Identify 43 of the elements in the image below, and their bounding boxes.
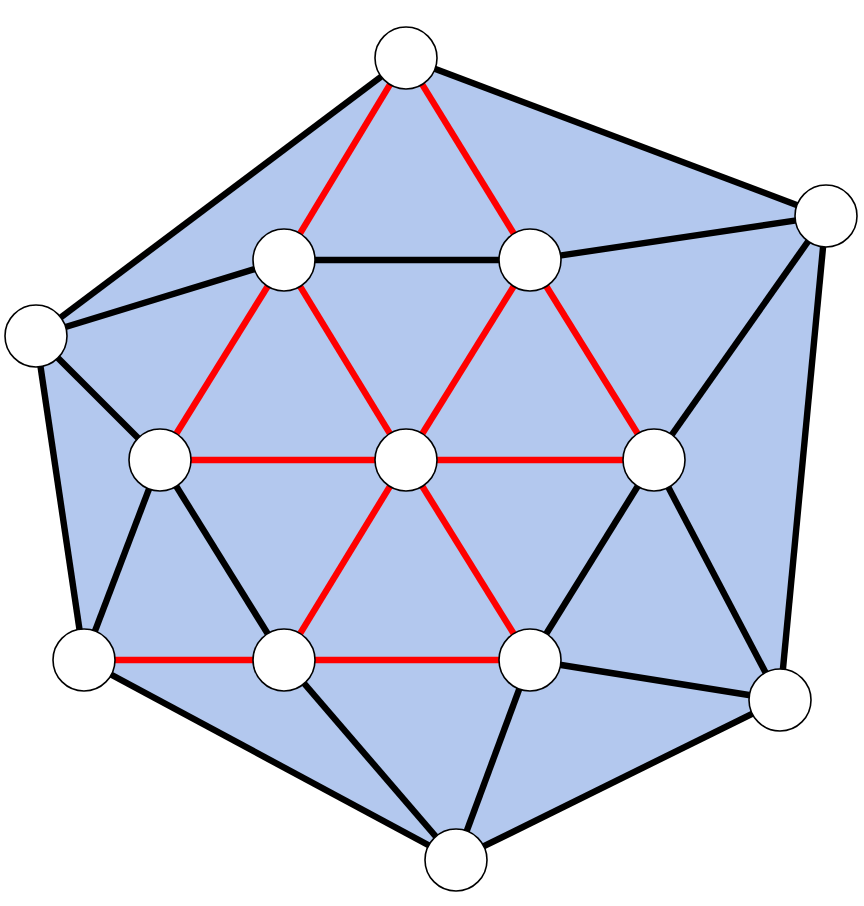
edge-line xyxy=(418,81,518,237)
edge-line xyxy=(419,483,517,637)
edge-line xyxy=(301,680,439,840)
vertex-circle xyxy=(252,228,316,292)
vertex-circle xyxy=(52,628,116,692)
edge-line xyxy=(296,283,394,437)
edge-line xyxy=(114,656,254,664)
vertex-circle xyxy=(498,628,562,692)
vertex-circle xyxy=(622,428,686,492)
edge-line xyxy=(296,483,394,637)
vertex-circle xyxy=(748,668,812,732)
edge-line xyxy=(432,65,800,209)
edge-line xyxy=(108,671,432,849)
edge-line xyxy=(37,365,83,631)
edge-line xyxy=(314,256,500,264)
edge-line xyxy=(463,687,523,833)
edge-line xyxy=(173,483,271,637)
vertex-circle xyxy=(374,26,438,90)
edge-line xyxy=(543,283,641,437)
edge-line xyxy=(190,456,376,464)
edge-line xyxy=(559,661,751,699)
edge-line xyxy=(543,483,641,637)
edge-line xyxy=(665,485,769,675)
edge-line xyxy=(436,456,624,464)
edge-line xyxy=(54,354,142,442)
edge-line xyxy=(779,245,827,671)
vertex-circle xyxy=(374,428,438,492)
edge-line xyxy=(91,486,153,634)
vertex-circle xyxy=(424,828,488,892)
vertex-circle xyxy=(252,628,316,692)
edge-line xyxy=(296,82,394,236)
edge-line xyxy=(419,283,517,437)
edge-line xyxy=(58,73,384,321)
edge-line xyxy=(63,265,257,331)
edge-line xyxy=(314,656,500,664)
edge-line xyxy=(173,283,271,437)
vertex-circle xyxy=(498,228,562,292)
vertex-circle xyxy=(128,428,192,492)
edge-line xyxy=(481,710,755,850)
vertex-circle xyxy=(794,184,858,248)
vertex-circle xyxy=(4,304,68,368)
edge-line xyxy=(559,217,797,259)
edge-line xyxy=(668,238,812,438)
